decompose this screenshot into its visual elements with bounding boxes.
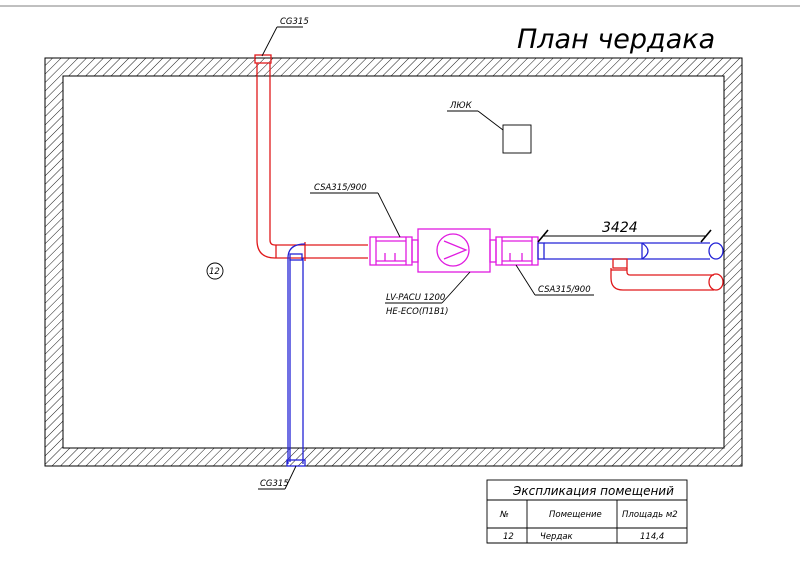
exhaust-duct-vertical (286, 243, 306, 467)
explication-cell-number: 12 (503, 532, 514, 542)
explication-cell-area: 114,4 (640, 532, 664, 542)
cg315-top-leader (261, 26, 303, 57)
silencer-right (495, 236, 539, 266)
dimension-label: 3424 (602, 220, 638, 236)
explication-header-area: Площадь м2 (622, 510, 678, 520)
roof-hatch (447, 110, 532, 154)
unit-label-line1: LV-PACU 1200 (386, 293, 445, 303)
csa-right-label: CSA315/900 (538, 285, 591, 295)
cg315-top-label: CG315 (280, 17, 309, 27)
supply-duct (254, 54, 368, 261)
explication-header-number: № (499, 510, 509, 520)
cg315-bottom-leader (258, 465, 297, 490)
explication-title: Экспликация помещений (512, 484, 674, 498)
csa-left-leader (310, 192, 401, 238)
supply-duct-right (610, 258, 724, 291)
silencer-left (369, 236, 413, 266)
csa-left-label: CSA315/900 (314, 183, 367, 193)
csa-right-leader (515, 264, 594, 296)
explication-header-room: Помещение (549, 510, 602, 520)
air-handling-unit (411, 228, 497, 273)
plan-title: План чердака (517, 24, 715, 55)
dimension-line (537, 229, 712, 243)
wall-outline (44, 57, 743, 467)
room-number-marker: 12 (206, 262, 224, 280)
unit-label-line2: HE-ECO(П1В1) (386, 307, 449, 317)
explication-cell-room: Чердак (540, 532, 574, 542)
explication-table (486, 479, 688, 544)
exhaust-duct-horizontal (537, 242, 724, 260)
unit-leader (385, 271, 471, 304)
hatch-label: ЛЮК (449, 101, 473, 111)
room-number-label: 12 (209, 267, 220, 277)
cg315-bottom-label: CG315 (260, 479, 289, 489)
